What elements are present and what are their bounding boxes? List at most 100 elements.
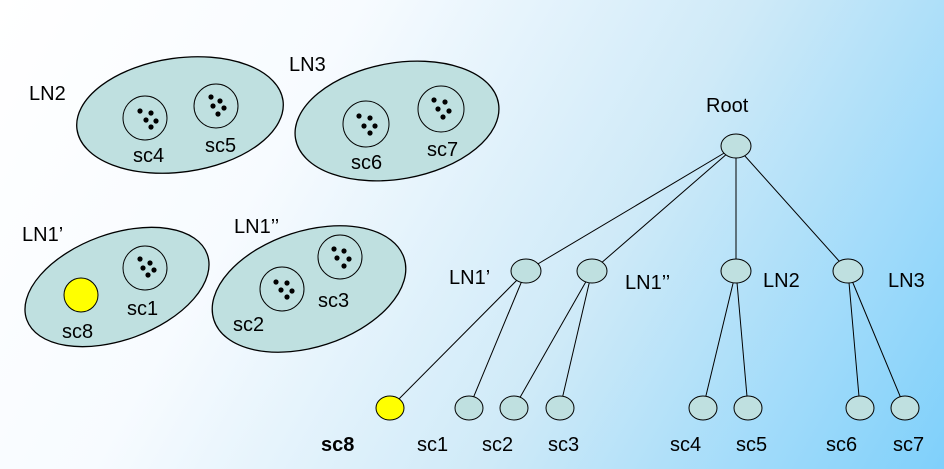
data-point — [367, 130, 373, 136]
tree-leaf-sc6 — [845, 395, 875, 421]
subcluster-sc2-circle — [259, 266, 305, 312]
tree-labels: Root LN1’ LN1’’ LN2 LN3 sc8 sc1 sc2 sc3 … — [321, 95, 925, 456]
cluster-ln2-label: LN2 — [29, 83, 66, 105]
subcluster-sc7-label: sc7 — [427, 139, 458, 161]
tree-label-ln1-double-prime: LN1’’ — [625, 272, 670, 294]
data-point — [346, 256, 352, 262]
edge-root-ln1-double-prime — [591, 145, 737, 272]
tree-label-ln1-prime: LN1’ — [449, 267, 490, 289]
cluster-ln1-double-prime: LN1’’ sc2 sc3 — [211, 216, 407, 353]
subcluster-sc1-circle — [122, 245, 168, 291]
subcluster-sc4-circle — [122, 95, 168, 141]
tree-label-sc6: sc6 — [826, 434, 857, 456]
tree-label-sc7: sc7 — [893, 434, 924, 456]
edge-ln1-double-prime-sc3 — [559, 270, 593, 409]
data-point — [367, 115, 373, 121]
edge-ln3-sc6 — [847, 270, 861, 409]
tree-label-sc1: sc1 — [417, 434, 448, 456]
data-point — [341, 263, 347, 269]
cluster-ln1-prime-ellipse — [24, 226, 210, 348]
data-point — [145, 272, 151, 278]
data-point — [148, 110, 154, 116]
data-point — [442, 99, 448, 105]
edge-root-ln3 — [735, 145, 849, 272]
tree-label-sc4: sc4 — [670, 434, 701, 456]
tree-leaf-sc4 — [688, 395, 718, 421]
data-point — [284, 280, 290, 286]
tree-leaf-sc1 — [454, 395, 484, 421]
subcluster-sc5-label: sc5 — [205, 135, 236, 157]
cluster-ln2-ellipse — [76, 56, 284, 174]
edge-ln3-sc7 — [847, 270, 906, 409]
data-point — [210, 103, 216, 109]
cluster-ln3-label: LN3 — [289, 54, 326, 76]
data-point — [289, 288, 295, 294]
tree-node-ln3 — [832, 258, 864, 284]
cluster-ln1-double-prime-ellipse — [211, 225, 407, 353]
tree-label-sc2: sc2 — [482, 434, 513, 456]
data-point — [140, 265, 146, 271]
edge-ln1-prime-sc8 — [389, 270, 527, 409]
subcluster-sc8-label: sc8 — [62, 321, 93, 343]
data-point — [334, 255, 340, 261]
subcluster-sc5-circle — [193, 83, 239, 129]
subcluster-sc3-label: sc3 — [318, 290, 349, 312]
data-point — [215, 111, 221, 117]
data-point — [208, 94, 214, 100]
data-point — [147, 260, 153, 266]
subcluster-sc8-yellow-circle — [63, 277, 99, 313]
data-point — [148, 124, 154, 130]
data-point — [137, 256, 143, 262]
cluster-ln3: LN3 sc6 sc7 — [289, 54, 500, 182]
cluster-ln2: LN2 sc4 sc5 — [29, 56, 284, 174]
tree-label-root: Root — [706, 95, 749, 117]
data-point — [273, 279, 279, 285]
edge-ln1-double-prime-sc2 — [513, 270, 593, 409]
tree-leaf-sc5 — [733, 395, 763, 421]
data-point — [356, 113, 362, 119]
data-point — [143, 117, 149, 123]
data-point — [341, 248, 347, 254]
data-point — [137, 108, 143, 114]
tree-node-root — [720, 133, 752, 159]
tree-label-sc5: sc5 — [736, 434, 767, 456]
cluster-ln1-double-prime-label: LN1’’ — [234, 216, 279, 238]
data-point — [221, 105, 227, 111]
data-point — [331, 246, 337, 252]
data-point — [361, 123, 367, 129]
data-point — [278, 287, 284, 293]
data-point — [284, 294, 290, 300]
cluster-ln1-prime: LN1’ sc8 sc1 — [22, 224, 210, 348]
data-point — [151, 267, 157, 273]
edge-root-ln1-prime — [525, 145, 737, 272]
subcluster-sc4-label: sc4 — [133, 145, 164, 167]
subcluster-sc7-circle — [417, 85, 465, 133]
data-point — [446, 108, 452, 114]
edge-ln2-sc5 — [735, 270, 749, 409]
subcluster-sc6-label: sc6 — [351, 152, 382, 174]
tree-nodes — [375, 133, 920, 421]
subcluster-sc2-label: sc2 — [233, 314, 264, 336]
tree-edges — [389, 145, 906, 409]
data-point — [372, 123, 378, 129]
tree-node-ln1-prime — [510, 258, 542, 284]
tree-label-sc3: sc3 — [548, 434, 579, 456]
subcluster-sc1-label: sc1 — [127, 298, 158, 320]
cluster-ln3-ellipse — [294, 60, 500, 182]
edge-ln2-sc4 — [702, 270, 737, 409]
data-point — [440, 114, 446, 120]
tree-label-ln3: LN3 — [888, 270, 925, 292]
data-point — [435, 106, 441, 112]
tree-leaf-sc8 — [375, 395, 405, 421]
cluster-ln1-prime-label: LN1’ — [22, 224, 63, 246]
tree-leaf-sc7 — [890, 395, 920, 421]
tree-node-ln1-double-prime — [576, 258, 608, 284]
tree-label-sc8: sc8 — [321, 434, 354, 456]
data-point — [431, 97, 437, 103]
subcluster-sc6-circle — [342, 100, 390, 148]
tree-node-ln2 — [720, 258, 752, 284]
tree-leaf-sc2 — [499, 395, 529, 421]
data-point — [217, 98, 223, 104]
data-point — [153, 118, 159, 124]
